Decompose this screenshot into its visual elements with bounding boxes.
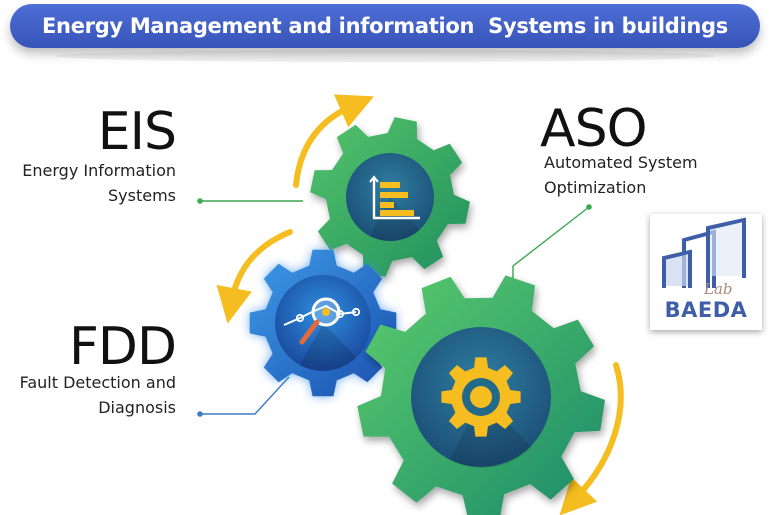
- page-title: Energy Management and information System…: [42, 14, 728, 38]
- aso-description: Automated System Optimization: [544, 153, 698, 197]
- eis-acronym: EIS: [97, 102, 177, 162]
- cycle-arrow-top: [293, 94, 374, 188]
- title-banner: Energy Management and information System…: [10, 4, 760, 48]
- building-logo-icon: [662, 217, 746, 288]
- fdd-acronym: FDD: [69, 317, 177, 377]
- fdd-connector: [200, 376, 290, 415]
- eis-description: Energy Information Systems: [22, 161, 176, 205]
- baeda-lab-logo: Lab BAEDA: [650, 214, 762, 330]
- aso-acronym: ASO: [540, 99, 648, 159]
- logo-name: BAEDA: [664, 298, 748, 322]
- cog-icon: [441, 357, 521, 437]
- cycle-arrow-right: [559, 362, 624, 515]
- fdd-description: Fault Detection and Diagnosis: [19, 373, 176, 417]
- magnifier-trend-icon: [283, 297, 361, 345]
- cycle-arrow-left: [216, 229, 293, 324]
- bar-chart-icon: [369, 175, 420, 220]
- logo-lab-text: Lab: [704, 280, 733, 298]
